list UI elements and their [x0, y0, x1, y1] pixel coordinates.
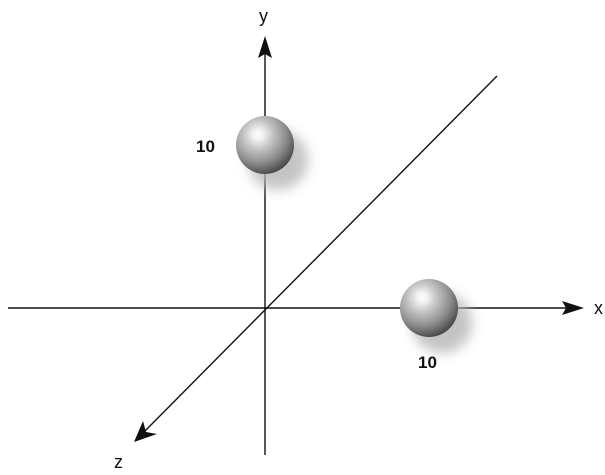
y-axis: y — [258, 6, 272, 455]
sphere — [400, 279, 458, 337]
x-axis-label: x — [594, 298, 603, 318]
z-axis-arrowhead — [134, 421, 157, 442]
z-axis-line — [140, 76, 497, 436]
y-axis-label: y — [259, 6, 268, 26]
y-sphere-value-label: 10 — [196, 137, 215, 156]
sphere-on-y-axis: 10 — [196, 116, 308, 190]
sphere — [236, 116, 294, 174]
sphere-on-x-axis: 10 — [400, 279, 472, 372]
z-axis-label: z — [114, 452, 123, 472]
x-axis: x — [8, 298, 603, 318]
z-axis: z — [114, 76, 497, 472]
x-sphere-value-label: 10 — [418, 353, 437, 372]
